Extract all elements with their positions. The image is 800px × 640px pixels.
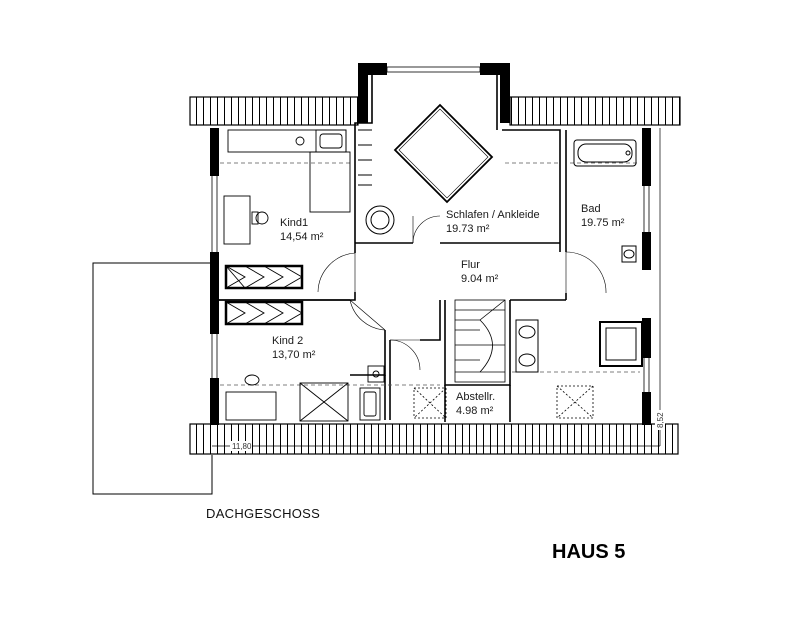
roof-top-left [189,96,359,126]
dim-width-label: 11,80 [232,442,252,451]
room-flur-name: Flur [461,259,480,271]
roof-top-right [509,96,681,126]
exterior-walls [210,63,651,425]
staircase [454,299,506,383]
house-title: HAUS 5 [552,541,625,563]
room-abstell-name: Abstellr. [456,391,495,403]
bath-fixtures [515,139,643,373]
kind2-furniture [225,365,385,422]
dim-depth-label: 8,52 [656,412,665,428]
room-bad-area: 19.75 m² [581,217,625,229]
wardrobes [224,264,304,326]
room-bad-name: Bad [581,203,601,215]
level-caption: DACHGESCHOSS [206,506,320,521]
skylights [413,385,594,419]
room-kind2-area: 13,70 m² [272,349,316,361]
room-kind1-area: 14,54 m² [280,231,324,243]
windows [211,176,650,392]
interior-walls [218,75,567,422]
dimension-lines [212,128,661,447]
room-flur-area: 9.04 m² [461,273,499,285]
dim-depth-group: 8,52 [655,410,665,430]
room-kind1-name: Kind1 [280,217,308,229]
kind1-furniture [223,129,351,245]
dim-width-bg [230,441,252,451]
room-abstell-area: 4.98 m² [456,405,494,417]
roof-bottom [189,423,679,455]
room-schlafen-name: Schlafen / Ankleide [446,209,540,221]
room-schlafen-area: 19.73 m² [446,223,490,235]
room-kind2-name: Kind 2 [272,335,303,347]
terrace-outline [92,262,213,495]
bed [358,103,494,235]
door-swings [317,215,607,371]
